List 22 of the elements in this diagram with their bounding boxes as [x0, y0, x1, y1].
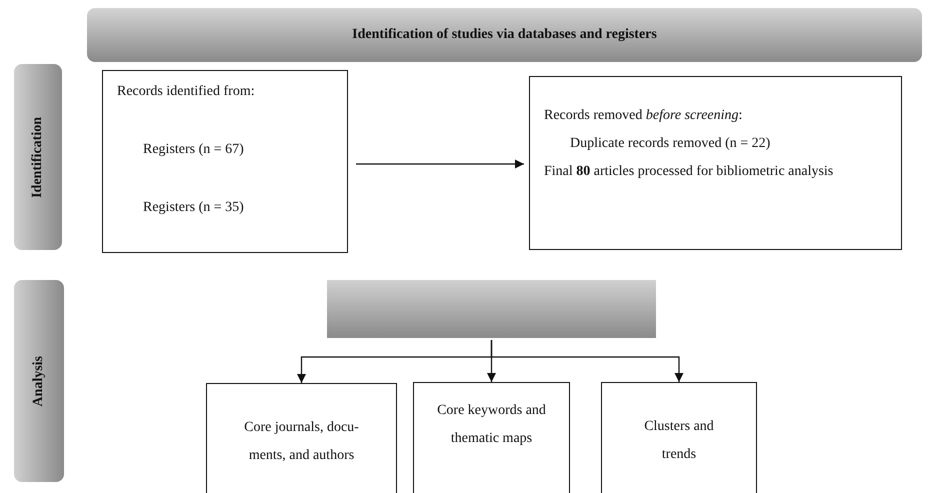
box-text: Clusters and trends — [643, 418, 715, 464]
section-label: Identification — [30, 116, 46, 198]
process-box — [206, 383, 397, 493]
arrow — [356, 160, 524, 168]
process-box — [601, 382, 757, 493]
box-text: Core journals, docu- ments, and authors — [243, 419, 360, 465]
process-box — [413, 382, 570, 493]
box-text: Registers (n = 35) — [142, 199, 245, 218]
section-tab — [14, 280, 64, 482]
header-band: Identification of studies via databases and registers — [87, 8, 922, 62]
section-label: Analysis — [31, 356, 47, 406]
box-text: Registers (n = 67) — [142, 141, 245, 160]
process-box — [529, 76, 902, 250]
tool-box — [327, 280, 656, 338]
box-text: Records identified from: — [117, 83, 256, 101]
process-box — [102, 70, 348, 253]
section-tab — [14, 64, 62, 250]
box-text: Duplicate records removed (n = 22) — [569, 135, 772, 154]
box-text: Core keywords and thematic maps — [436, 402, 547, 448]
box-text: Final 80 articles processed for bibliometric analysis — [544, 163, 834, 182]
box-text: Records removed before screening: — [544, 107, 744, 125]
arrow — [490, 340, 684, 382]
